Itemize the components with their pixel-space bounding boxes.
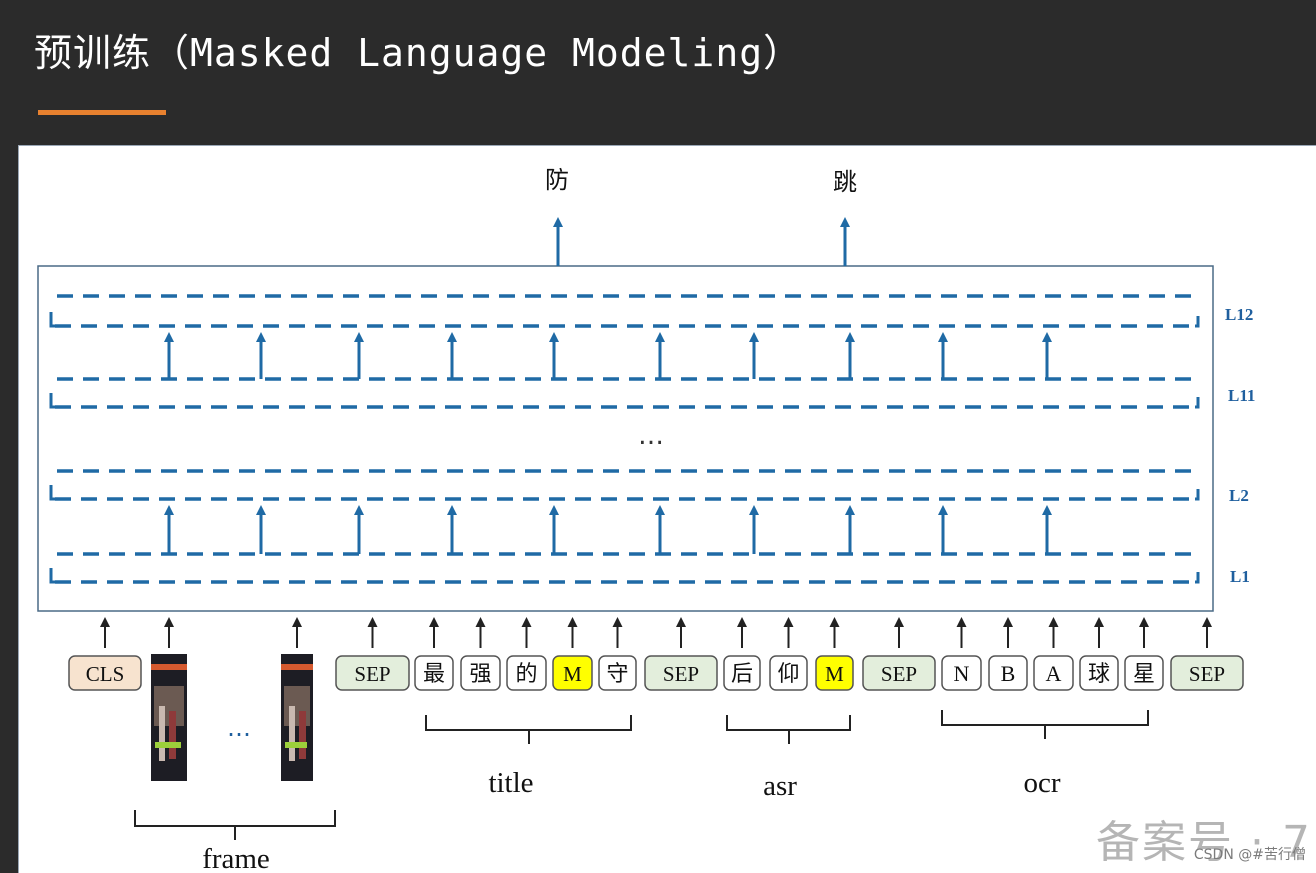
token-box (68, 655, 142, 691)
token-4: SEP (335, 617, 410, 691)
token-20: SEP (1170, 617, 1244, 691)
token-box (1033, 655, 1074, 691)
token-9: 守 (598, 617, 637, 691)
token-box (460, 655, 501, 691)
title-underline (38, 110, 166, 115)
watermark-credit: CSDN @#苦行僧 (1193, 847, 1306, 863)
layer-l12 (49, 294, 1200, 328)
token-label: M (563, 662, 582, 686)
token-box (598, 655, 637, 691)
token-label: 守 (606, 661, 628, 686)
token-13: M (815, 617, 854, 691)
layer-label-l11: L11 (1228, 386, 1255, 405)
brace-ocr (941, 710, 1149, 739)
brace-title (425, 715, 632, 744)
layer-l1 (49, 552, 1200, 584)
token-box (644, 655, 718, 691)
token-1 (151, 617, 187, 781)
group-braces (134, 710, 1149, 840)
layers-ellipsis: … (638, 421, 664, 451)
transformer-box (37, 265, 1214, 612)
layer-bracket-right (1195, 316, 1200, 328)
group-label-asr: asr (763, 770, 797, 802)
token-19: 星 (1124, 617, 1164, 691)
token-label: SEP (663, 662, 699, 686)
layers-group (49, 294, 1200, 584)
output-token-2: 跳 (833, 169, 857, 196)
group-label-ocr: ocr (1023, 767, 1060, 799)
token-box (552, 655, 593, 691)
token-box (1170, 655, 1244, 691)
token-15: N (941, 617, 982, 691)
token-label: 仰 (777, 661, 799, 686)
token-label: B (1001, 661, 1016, 686)
token-label: A (1046, 661, 1062, 686)
token-label: 星 (1133, 661, 1155, 686)
token-label: M (825, 662, 844, 686)
token-5: 最 (414, 617, 454, 691)
token-16: B (988, 617, 1028, 691)
token-11: 后 (723, 617, 761, 691)
token-17: A (1033, 617, 1074, 691)
token-label: SEP (1189, 662, 1225, 686)
layer-bracket-right (1195, 397, 1200, 409)
token-2: … (227, 714, 251, 742)
group-label-title: title (488, 767, 533, 799)
layer-bracket-left (49, 485, 57, 501)
token-0: CLS (68, 617, 142, 691)
layer-l2 (49, 469, 1200, 501)
layer-bracket-left (49, 393, 57, 409)
layer-bracket-right (1195, 489, 1200, 501)
frames-ellipsis: … (227, 714, 251, 742)
token-10: SEP (644, 617, 718, 691)
token-box (815, 655, 854, 691)
token-label: SEP (354, 662, 390, 686)
layer-bracket-left (49, 568, 57, 584)
group-label-frame: frame (202, 843, 270, 873)
token-box (414, 655, 454, 691)
token-3 (281, 617, 313, 781)
token-18: 球 (1079, 617, 1119, 691)
layer-bracket-right (1195, 572, 1200, 584)
token-box (1124, 655, 1164, 691)
brace-asr (726, 715, 851, 744)
output-token-1: 防 (545, 167, 569, 194)
layer-bracket-left (49, 312, 57, 328)
token-label: 后 (731, 661, 753, 686)
layer-label-l2: L2 (1229, 486, 1249, 505)
token-label: SEP (881, 662, 917, 686)
token-label: N (954, 661, 970, 686)
brace-frame (134, 810, 336, 840)
token-box (988, 655, 1028, 691)
token-box (769, 655, 808, 691)
token-12: 仰 (769, 617, 808, 691)
token-box (506, 655, 547, 691)
video-frame-image (151, 654, 187, 781)
token-6: 强 (460, 617, 501, 691)
watermark-big: 备案号 · 7 (1096, 817, 1312, 868)
token-box (1079, 655, 1119, 691)
slide-title: 预训练（Masked Language Modeling） (34, 31, 803, 75)
token-label: 强 (469, 661, 491, 686)
token-label: 的 (515, 661, 537, 686)
layer-label-l1: L1 (1230, 567, 1250, 586)
token-box (723, 655, 761, 691)
layer-label-l12: L12 (1225, 305, 1253, 324)
token-14: SEP (862, 617, 936, 691)
token-box (862, 655, 936, 691)
token-7: 的 (506, 617, 547, 691)
layer-l11 (49, 377, 1200, 409)
token-8: M (552, 617, 593, 691)
video-frame-image (281, 654, 313, 781)
token-box (941, 655, 982, 691)
token-label: 球 (1088, 661, 1110, 686)
token-box (335, 655, 410, 691)
token-label: 最 (423, 661, 445, 686)
token-label: CLS (86, 662, 125, 686)
output-group: 防 跳 (545, 167, 857, 266)
